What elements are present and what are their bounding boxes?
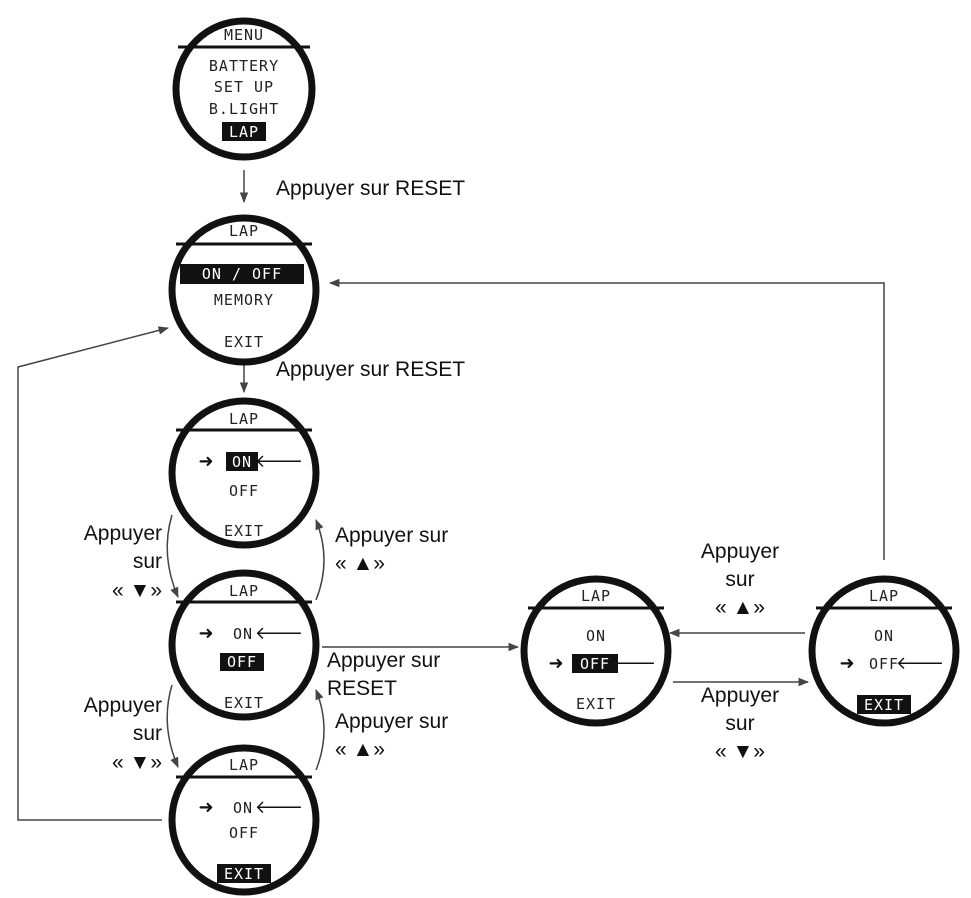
arrow-left-icon: 🡐 xyxy=(255,797,303,818)
label-press-reset-1: Appuyer sur RESET xyxy=(276,177,465,200)
label-press-up-a-line2: « ▲» xyxy=(335,552,385,575)
arrow-left-icon: 🡐 xyxy=(255,623,303,644)
dial-lap-off-set-item-exit: EXIT xyxy=(576,695,616,713)
dial-lap-off-set-item-off: OFF xyxy=(580,655,610,673)
label-press-down-b-line3: « ▼» xyxy=(112,751,162,774)
dial-lap-off-item-on: ON xyxy=(233,625,253,643)
arrow-down-off-to-exit xyxy=(166,684,179,768)
dial-menu-item-battery: BATTERY xyxy=(209,57,279,75)
label-press-up-a-line1: Appuyer sur xyxy=(335,524,448,547)
arrow-down-on-to-off xyxy=(166,514,179,598)
dial-lap-main-item-onoff: ON / OFF xyxy=(202,265,282,283)
dial-lap-off-selected: LAP ➜ ON 🡐 OFF EXIT xyxy=(168,569,320,721)
dial-lap-off-set: LAP ON ➜ OFF 🡐 EXIT xyxy=(520,575,672,727)
dial-menu-item-lap: LAP xyxy=(229,123,259,141)
label-press-up-c-line3: « ▲» xyxy=(715,596,765,619)
dial-lap-exit-right-title: LAP xyxy=(869,587,899,605)
arrow-exit-back-to-lap xyxy=(17,326,170,821)
label-press-down-b-line2: sur xyxy=(133,722,162,745)
label-press-up-c-line1: Appuyer xyxy=(701,540,779,563)
arrow-left-icon: 🡐 xyxy=(608,653,656,674)
dial-menu: MENU BATTERY SET UP B.LIGHT LAP xyxy=(172,17,316,161)
dial-lap-exit-right-item-on: ON xyxy=(874,627,894,645)
arrow-left-icon: 🡐 xyxy=(255,451,303,472)
dial-lap-exit-title: LAP xyxy=(229,756,259,774)
dial-lap-off-title: LAP xyxy=(229,582,259,600)
dial-lap-on-selected: LAP ➜ ON 🡐 OFF EXIT xyxy=(168,397,320,549)
dial-lap-main-item-exit: EXIT xyxy=(224,333,264,351)
label-press-up-b-line2: « ▲» xyxy=(335,738,385,761)
label-press-down-a-line3: « ▼» xyxy=(112,579,162,602)
label-press-up-b-line1: Appuyer sur xyxy=(335,710,448,733)
arrow-right-icon: ➜ xyxy=(548,653,563,674)
dial-lap-exit-item-exit: EXIT xyxy=(224,865,264,883)
label-press-down-c-line2: sur xyxy=(725,712,754,735)
label-press-up-c-line2: sur xyxy=(725,568,754,591)
arrow-up-off-to-on xyxy=(315,519,325,601)
dial-lap-exit-item-off: OFF xyxy=(229,824,259,842)
arrow-right-icon: ➜ xyxy=(198,451,213,472)
highlight-box xyxy=(857,695,911,714)
arrow-up-exit-to-off xyxy=(315,689,325,771)
label-press-down-c-line3: « ▼» xyxy=(715,740,765,763)
dial-lap-exit-selected: LAP ➜ ON 🡐 OFF EXIT xyxy=(168,744,320,896)
label-press-reset-2: Appuyer sur RESET xyxy=(276,358,465,381)
arrow-right-icon: ➜ xyxy=(198,797,213,818)
dial-lap-exit-right-item-exit: EXIT xyxy=(864,696,904,714)
arrow-right-icon: ➜ xyxy=(198,623,213,644)
label-press-reset-3-line1: Appuyer sur xyxy=(327,649,440,672)
dial-lap-on-item-off: OFF xyxy=(229,482,259,500)
dial-lap-on-item-on: ON xyxy=(232,453,252,471)
dial-lap-on-title: LAP xyxy=(229,410,259,428)
dial-menu-title: MENU xyxy=(224,26,264,44)
highlight-box xyxy=(222,122,266,141)
label-press-down-b-line1: Appuyer xyxy=(84,694,162,717)
highlight-box xyxy=(572,654,618,673)
dial-lap-off-item-exit: EXIT xyxy=(224,694,264,712)
dial-lap-exit-item-on: ON xyxy=(233,799,253,817)
labels: Appuyer sur RESET Appuyer sur RESET Appu… xyxy=(84,177,779,774)
dial-lap-off-set-title: LAP xyxy=(581,587,611,605)
arrow-right-back-to-lap xyxy=(328,278,885,560)
label-press-down-a-line1: Appuyer xyxy=(84,522,162,545)
label-press-down-c-line1: Appuyer xyxy=(701,684,779,707)
dial-lap-main-title: LAP xyxy=(229,222,259,240)
dial-lap-off-set-item-on: ON xyxy=(586,627,606,645)
dial-lap-on-item-exit: EXIT xyxy=(224,522,264,540)
label-press-down-a-line2: sur xyxy=(133,550,162,573)
dial-lap-main-item-memory: MEMORY xyxy=(214,291,274,309)
connectors xyxy=(17,170,885,821)
highlight-box xyxy=(180,264,304,284)
dial-lap-main: LAP ON / OFF MEMORY EXIT xyxy=(168,214,320,366)
highlight-box xyxy=(226,452,258,471)
highlight-box xyxy=(217,864,271,883)
label-press-reset-3-line2: RESET xyxy=(327,677,397,700)
dial-menu-item-setup: SET UP xyxy=(214,78,274,96)
arrow-left-icon: 🡐 xyxy=(896,653,944,674)
dial-menu-item-blight: B.LIGHT xyxy=(209,100,279,118)
arrow-right-icon: ➜ xyxy=(839,653,854,674)
highlight-box xyxy=(220,653,264,671)
dial-lap-exit-right: LAP ON ➜ OFF 🡐 EXIT xyxy=(808,575,960,727)
dial-lap-exit-right-item-off: OFF xyxy=(869,655,899,673)
dial-lap-off-item-off: OFF xyxy=(227,653,257,671)
